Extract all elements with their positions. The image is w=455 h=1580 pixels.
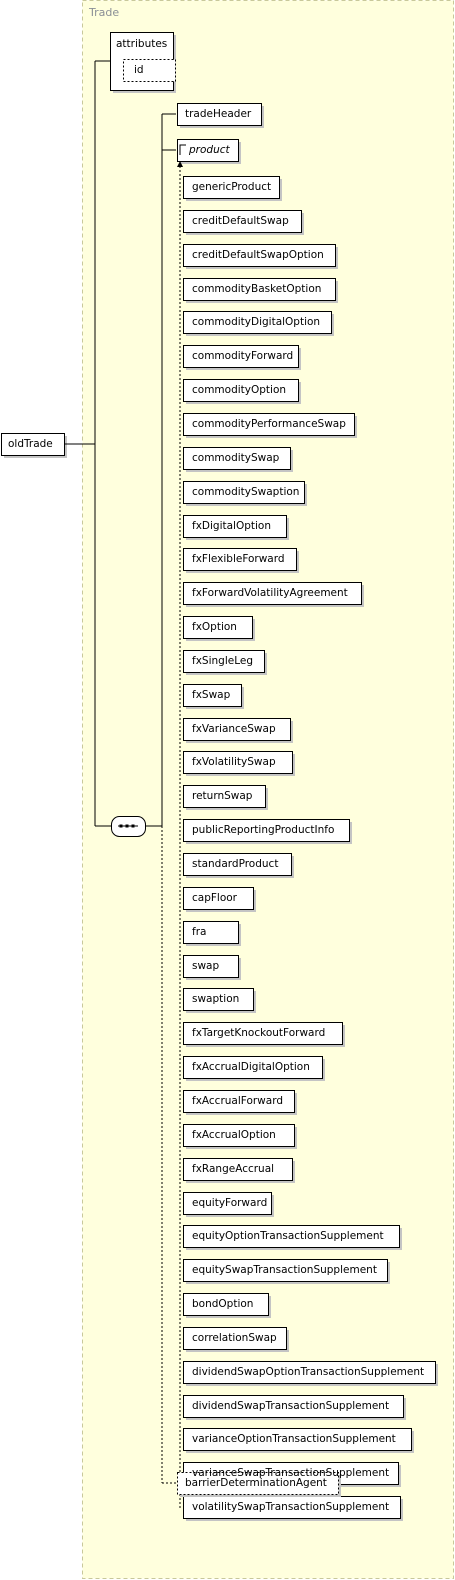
- trade-header-label: tradeHeader: [185, 108, 252, 120]
- product-item-box-29: [183, 1158, 293, 1181]
- product-item-label: standardProduct: [192, 858, 279, 870]
- product-item-label: commodityPerformanceSwap: [192, 418, 346, 430]
- product-item-label: creditDefaultSwapOption: [192, 249, 324, 261]
- product-item-label: commodityBasketOption: [192, 283, 322, 295]
- product-item-label: commodityOption: [192, 384, 287, 396]
- product-item-box-32: [183, 1259, 388, 1282]
- product-label: product: [189, 144, 230, 156]
- product-item-box-23: [183, 955, 239, 978]
- product-item-box-20: [183, 853, 292, 876]
- product-item-box-24: [183, 988, 254, 1011]
- product-item-box-27: [183, 1090, 295, 1113]
- product-item-label: commodityDigitalOption: [192, 316, 321, 328]
- attribute-id-label: id: [134, 64, 144, 76]
- product-item-label: volatilitySwapTransactionSupplement: [192, 1501, 390, 1513]
- sequence-dot-0: [119, 824, 123, 828]
- product-item-label: swaption: [192, 993, 240, 1005]
- product-item-box-17: [183, 751, 293, 774]
- product-item-box-13: [183, 616, 253, 639]
- product-item-label: fxAccrualOption: [192, 1129, 276, 1141]
- product-item-box-4: [183, 311, 332, 334]
- product-item-box-31: [183, 1225, 400, 1248]
- product-item-label: fxAccrualForward: [192, 1095, 284, 1107]
- product-item-label: genericProduct: [192, 181, 272, 193]
- sequence-dot-1: [125, 824, 129, 828]
- attribute-id-box: [123, 59, 176, 82]
- product-item-box-14: [183, 650, 265, 673]
- product-item-label: dividendSwapOptionTransactionSupplement: [192, 1366, 425, 1378]
- product-item-label: fxForwardVolatilityAgreement: [192, 587, 348, 599]
- product-item-label: fxTargetKnockoutForward: [192, 1027, 326, 1039]
- product-item-label: fxFlexibleForward: [192, 553, 285, 565]
- product-item-label: fxOption: [192, 621, 237, 633]
- barrier-agent-box: [177, 1472, 339, 1495]
- product-item-box-7: [183, 413, 355, 436]
- product-item-box-35: [183, 1361, 436, 1384]
- product-item-box-10: [183, 515, 287, 538]
- root-element-label: oldTrade: [8, 438, 53, 450]
- product-item-label: swap: [192, 960, 220, 972]
- product-item-box-26: [183, 1056, 323, 1079]
- sequence-dot-2: [131, 824, 135, 828]
- product-item-label: dividendSwapTransactionSupplement: [192, 1400, 390, 1412]
- product-item-box-5: [183, 345, 299, 368]
- product-item-label: varianceOptionTransactionSupplement: [192, 1433, 396, 1445]
- product-item-label: commoditySwap: [192, 452, 280, 464]
- product-item-label: bondOption: [192, 1298, 254, 1310]
- product-item-label: fxSwap: [192, 689, 231, 701]
- substitution-arrow-icon: [177, 161, 183, 167]
- product-item-box-19: [183, 819, 350, 842]
- product-item-label: commoditySwaption: [192, 486, 300, 498]
- product-item-box-30: [183, 1192, 272, 1215]
- product-item-box-12: [183, 582, 362, 605]
- product-box: [177, 139, 239, 162]
- product-item-label: fxSingleLeg: [192, 655, 253, 667]
- product-item-box-16: [183, 718, 291, 741]
- product-item-box-33: [183, 1293, 269, 1316]
- product-item-box-25: [183, 1022, 343, 1045]
- product-item-box-2: [183, 244, 336, 267]
- product-item-label: fra: [192, 926, 207, 938]
- product-item-label: fxVarianceSwap: [192, 723, 276, 735]
- product-item-label: creditDefaultSwap: [192, 215, 289, 227]
- barrier-agent-label: barrierDeterminationAgent: [185, 1477, 327, 1489]
- product-item-box-21: [183, 887, 254, 910]
- product-item-label: returnSwap: [192, 790, 253, 802]
- product-item-box-36: [183, 1395, 404, 1418]
- product-item-label: equitySwapTransactionSupplement: [192, 1264, 377, 1276]
- product-item-box-15: [183, 684, 242, 707]
- attributes-label: attributes: [116, 38, 168, 50]
- product-item-box-3: [183, 278, 336, 301]
- product-item-label: correlationSwap: [192, 1332, 277, 1344]
- product-item-box-11: [183, 548, 297, 571]
- product-item-box-0: [183, 176, 280, 199]
- frame-title: Trade: [89, 6, 120, 19]
- product-item-label: capFloor: [192, 892, 237, 904]
- product-item-box-8: [183, 447, 291, 470]
- product-item-box-28: [183, 1124, 295, 1147]
- product-item-box-9: [183, 481, 305, 504]
- product-item-box-18: [183, 785, 266, 808]
- product-abstract-mark: [179, 144, 186, 155]
- product-item-label: fxAccrualDigitalOption: [192, 1061, 310, 1073]
- product-item-label: fxDigitalOption: [192, 520, 272, 532]
- product-item-box-37: [183, 1428, 412, 1451]
- trade-header-box: [177, 103, 262, 126]
- product-item-label: publicReportingProductInfo: [192, 824, 335, 836]
- product-item-box-34: [183, 1327, 287, 1350]
- product-item-box-6: [183, 379, 299, 402]
- product-item-label: equityOptionTransactionSupplement: [192, 1230, 384, 1242]
- product-item-label: fxVolatilitySwap: [192, 756, 276, 768]
- product-item-label: varianceSwapTransactionSupplement: [192, 1467, 390, 1479]
- product-item-label: equityForward: [192, 1197, 268, 1209]
- product-item-label: fxRangeAccrual: [192, 1163, 275, 1175]
- product-item-box-22: [183, 921, 239, 944]
- product-item-box-1: [183, 210, 302, 233]
- product-item-label: commodityForward: [192, 350, 294, 362]
